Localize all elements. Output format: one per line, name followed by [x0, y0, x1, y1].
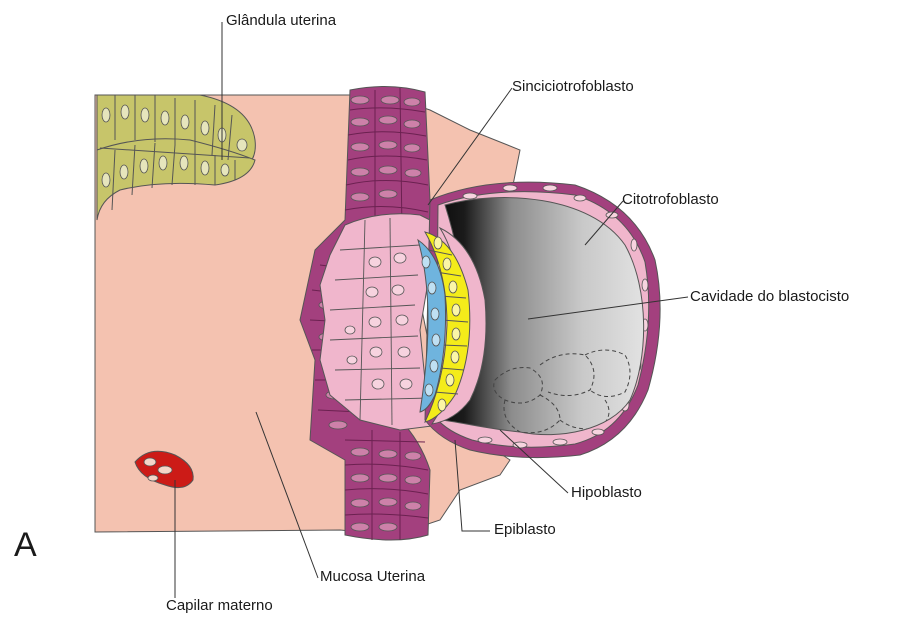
label-citotrofoblasto: Citotrofoblasto	[622, 191, 719, 208]
label-epiblasto: Epiblasto	[494, 521, 556, 538]
panel-letter: A	[14, 526, 37, 565]
label-mucosa-uterina: Mucosa Uterina	[320, 568, 425, 585]
label-glandula-uterina: Glândula uterina	[226, 12, 336, 29]
label-capilar-materno: Capilar materno	[166, 597, 273, 614]
label-sinciciotrofoblasto: Sinciciotrofoblasto	[512, 78, 634, 95]
label-cavidade-do-blastocisto: Cavidade do blastocisto	[690, 288, 849, 305]
label-hipoblasto: Hipoblasto	[571, 484, 642, 501]
